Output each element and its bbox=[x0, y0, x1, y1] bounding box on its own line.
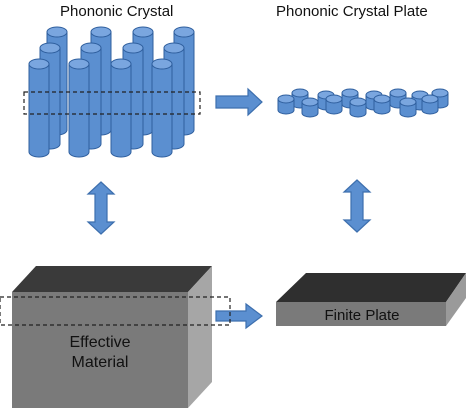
plate-cylinder-8 bbox=[277, 94, 295, 115]
effective-material-block bbox=[12, 266, 212, 408]
crystal-cylinder-10 bbox=[68, 58, 90, 158]
crystal-slice-dashed-box bbox=[23, 91, 201, 115]
phononic-crystal-plate-title: Phononic Crystal Plate bbox=[276, 3, 428, 20]
block-side-face bbox=[188, 266, 212, 408]
plate-cylinder-10 bbox=[325, 94, 343, 115]
arrow-effective-to-finite bbox=[215, 302, 263, 330]
phononic-crystal-cylinders bbox=[28, 26, 195, 158]
crystal-cylinder-9 bbox=[28, 58, 50, 158]
finite-plate bbox=[276, 273, 466, 326]
finite-plate-label: Finite Plate bbox=[324, 307, 399, 324]
effective-material-label-line2: Material bbox=[72, 354, 129, 371]
finite-plate-side-face bbox=[446, 273, 466, 326]
plate-cylinder-13 bbox=[399, 97, 417, 118]
crystal-cylinder-12 bbox=[151, 58, 173, 158]
plate-cylinder-11 bbox=[349, 97, 367, 118]
finite-plate-front-face bbox=[276, 302, 446, 326]
finite-plate-top-face bbox=[276, 273, 466, 302]
plate-cylinder-14 bbox=[421, 94, 439, 115]
arrow-plate-to-finite bbox=[342, 179, 372, 233]
phononic-crystal-title: Phononic Crystal bbox=[60, 3, 173, 20]
crystal-cylinder-11 bbox=[110, 58, 132, 158]
phononic-crystal-plate-cylinders bbox=[277, 88, 449, 118]
block-top-face bbox=[12, 266, 212, 292]
effective-slice-dashed-box bbox=[0, 296, 231, 326]
block-front-face bbox=[12, 292, 188, 408]
plate-cylinder-12 bbox=[373, 94, 391, 115]
arrow-crystal-to-effective bbox=[86, 181, 116, 235]
arrow-crystal-to-plate bbox=[215, 87, 263, 117]
plate-cylinder-9 bbox=[301, 97, 319, 118]
effective-material-label-line1: Effective bbox=[69, 334, 130, 351]
